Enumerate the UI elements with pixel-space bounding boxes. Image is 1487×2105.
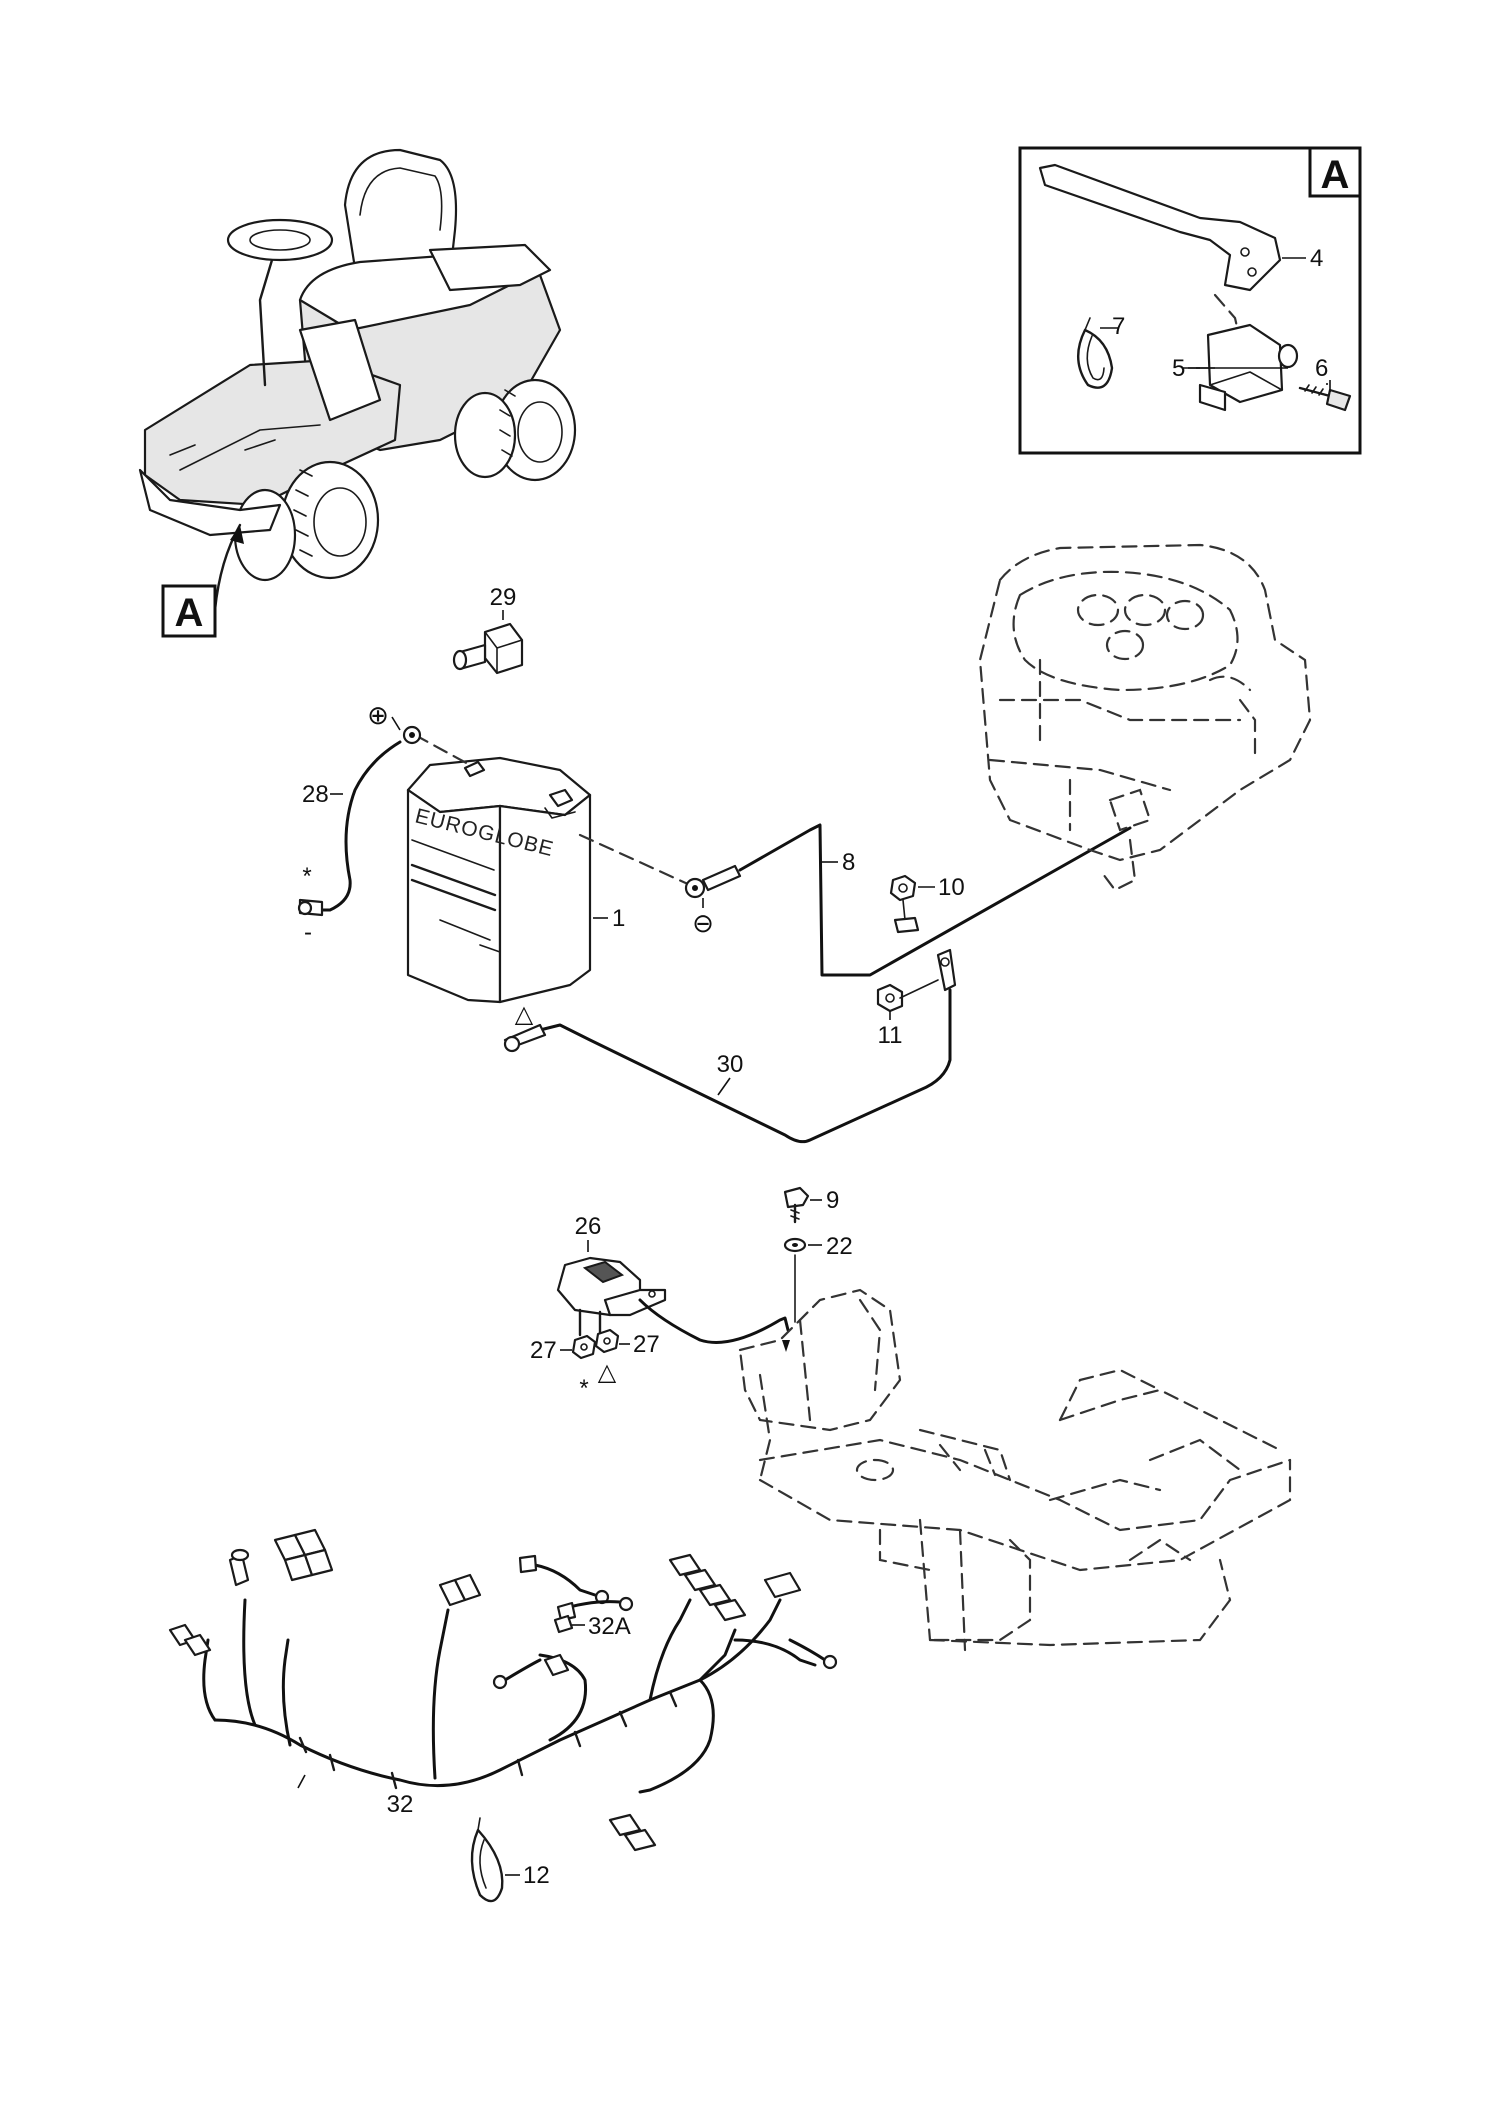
negative-terminal-symbol: ⊖ <box>692 909 714 939</box>
callout-27-right: 27 <box>633 1331 660 1358</box>
callout-1: 1 <box>612 905 625 932</box>
ground-minus-symbol: - <box>304 919 312 946</box>
callout-8: 8 <box>842 849 855 876</box>
callout-6: 6 <box>1315 355 1328 382</box>
callout-32a: 32A <box>588 1613 631 1640</box>
callout-11: 11 <box>878 1022 903 1049</box>
wiring-harness-32 <box>168 1528 838 1852</box>
chassis-frame-outline <box>738 1288 1292 1652</box>
callout-32: 32 <box>387 1791 414 1818</box>
callout-12: 12 <box>523 1862 550 1889</box>
detail-a-pointer-box: A <box>161 584 217 638</box>
ground-asterisk-symbol: * <box>302 863 311 890</box>
nut-part-11 <box>876 983 904 1020</box>
connector-part-29 <box>452 610 524 675</box>
callout-22: 22 <box>826 1233 853 1260</box>
washer-part-22 <box>783 1237 822 1323</box>
battery-part-1: EUROGLOBE <box>406 756 608 1004</box>
bracket-part <box>1038 163 1282 292</box>
ground-triangle-symbol: △ <box>515 1001 534 1028</box>
cable-tie-part-12 <box>470 1817 520 1903</box>
nut-part-10 <box>889 874 935 934</box>
callout-30: 30 <box>717 1051 744 1078</box>
negative-cable-8 <box>578 823 1132 977</box>
ground-cable-30 <box>503 948 957 1144</box>
positive-cable-28 <box>297 716 472 917</box>
callout-9: 9 <box>826 1187 839 1214</box>
ignition-switch-part-26 <box>556 1240 790 1352</box>
switch-asterisk-symbol: * <box>579 1375 588 1402</box>
riding-mower-illustration <box>138 148 577 612</box>
positive-terminal-symbol: ⊕ <box>367 701 389 731</box>
detail-a-pointer-label: A <box>175 591 204 635</box>
callout-29: 29 <box>490 584 517 611</box>
callout-4: 4 <box>1310 245 1323 272</box>
callout-26: 26 <box>575 1213 602 1240</box>
detail-a-frame: A <box>1018 146 1362 455</box>
callout-10: 10 <box>938 874 965 901</box>
screw-part-9 <box>783 1186 822 1224</box>
nuts-part-27 <box>560 1328 630 1360</box>
detail-a-box-label: A <box>1321 153 1350 197</box>
callout-27-left: 27 <box>530 1337 557 1364</box>
switch-triangle-symbol: △ <box>598 1359 617 1386</box>
callout-5: 5 <box>1172 355 1185 382</box>
callout-28: 28 <box>302 781 329 808</box>
callout-7: 7 <box>1112 313 1125 340</box>
engine-outline <box>978 543 1312 892</box>
